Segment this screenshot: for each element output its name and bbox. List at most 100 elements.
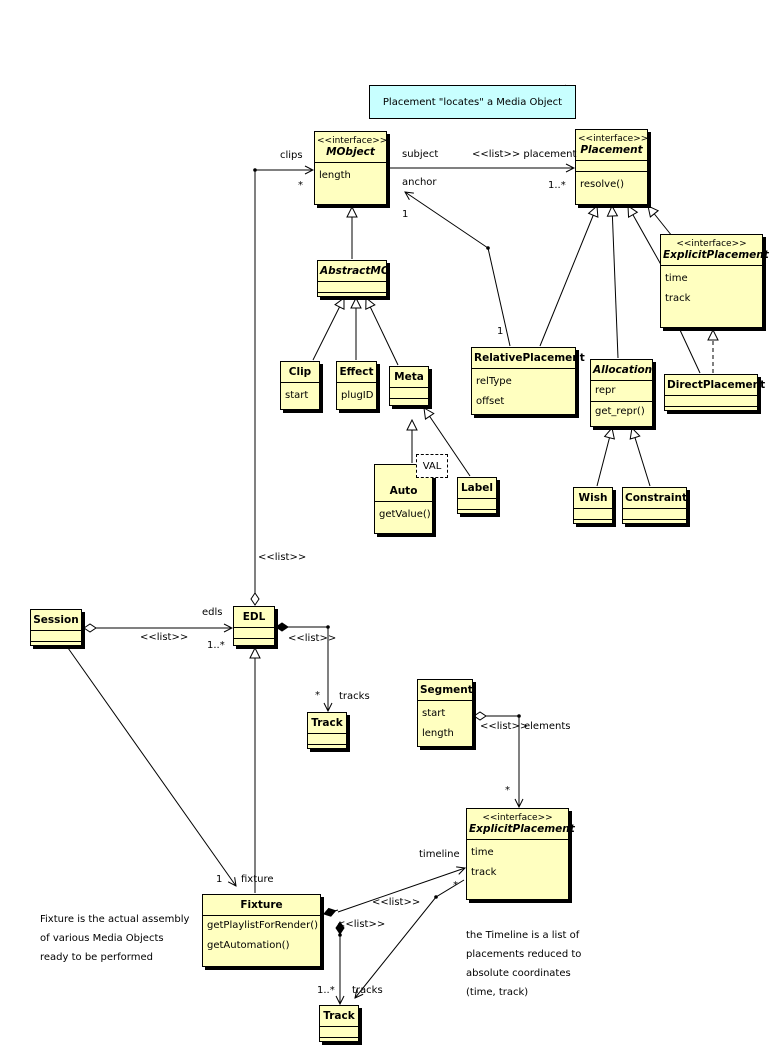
fixture-note-line: Fixture is the actual assembly: [40, 914, 190, 925]
directplacement-name: DirectPlacement: [667, 379, 766, 391]
wish-name: Wish: [578, 492, 608, 504]
timeline-note: the Timeline is a list of placements red…: [466, 926, 581, 1002]
label-timeline-list: <<list>>: [372, 897, 421, 908]
placement-note-text: Placement "locates" a Media Object: [382, 96, 563, 108]
clip-name: Clip: [288, 366, 312, 378]
label-clips: clips: [280, 150, 303, 161]
template-param-val: VAL: [416, 454, 448, 478]
fixture-op-getautomation: getAutomation(): [207, 940, 290, 951]
label-placement-multiplicity: 1..*: [548, 180, 566, 191]
class-relativeplacement[interactable]: RelativePlacement relType offset: [471, 347, 585, 415]
label-edls-multiplicity: 1..*: [207, 640, 225, 651]
class-clip[interactable]: Clip start: [280, 361, 320, 410]
auto-op-getvalue: getValue(): [379, 509, 431, 520]
label-tracks-multiplicity: *: [315, 690, 320, 701]
timeline-note-line: absolute coordinates: [466, 968, 571, 979]
class-track-lower[interactable]: Track: [319, 1005, 359, 1042]
label-fixture-tracks: tracks: [352, 985, 383, 996]
fixture-note: Fixture is the actual assembly of variou…: [40, 910, 189, 967]
class-placement[interactable]: <<interface>> Placement resolve(): [575, 129, 648, 205]
mobject-stereotype: <<interface>>: [317, 136, 388, 146]
relativeplacement-attr-reltype: relType: [476, 376, 512, 387]
explicitplacement-bottom-name: ExplicitPlacement: [469, 823, 575, 835]
placement-note: Placement "locates" a Media Object: [369, 85, 576, 119]
abstractmo-name: AbstractMO: [320, 265, 390, 277]
fixture-note-line: ready to be performed: [40, 952, 153, 963]
label-session-list: <<list>>: [140, 632, 189, 643]
track-upper-name: Track: [311, 717, 343, 729]
label-anchor-multiplicity: 1: [402, 209, 409, 220]
effect-attr-plugid: plugID: [341, 390, 374, 401]
label-tracks: tracks: [339, 691, 370, 702]
explicitplacement-top-stereotype: <<interface>>: [676, 239, 747, 249]
label-relative-multiplicity: 1: [497, 326, 504, 337]
label-elements-list: <<list>>: [480, 721, 529, 732]
class-auto[interactable]: Auto getValue(): [374, 464, 433, 534]
fixture-op-getplaylistforrender: getPlaylistForRender(): [207, 920, 318, 931]
placement-stereotype: <<interface>>: [578, 134, 649, 144]
class-explicitplacement-bottom[interactable]: <<interface>> ExplicitPlacement time tra…: [466, 808, 575, 900]
label-tracks-list: <<list>>: [288, 633, 337, 644]
track-lower-name: Track: [323, 1010, 355, 1022]
class-allocation[interactable]: Allocation repr get_repr(): [590, 359, 653, 427]
label-anchor: anchor: [402, 177, 437, 188]
effect-name: Effect: [339, 366, 374, 378]
explicitplacement-top-name: ExplicitPlacement: [663, 249, 769, 261]
segment-attr-length: length: [422, 728, 454, 739]
auto-name: Auto: [389, 485, 418, 497]
class-wish[interactable]: Wish: [573, 487, 613, 524]
mobject-name: MObject: [326, 146, 375, 158]
segment-name: Segment: [420, 684, 473, 696]
class-track-upper[interactable]: Track: [307, 712, 347, 749]
class-edl[interactable]: EDL: [233, 606, 275, 646]
clip-attr-start: start: [285, 390, 309, 401]
class-effect[interactable]: Effect plugID: [336, 361, 377, 410]
class-label[interactable]: Label: [457, 477, 497, 514]
fixture-note-line: of various Media Objects: [40, 933, 164, 944]
class-abstractmo[interactable]: AbstractMO: [317, 260, 390, 297]
explicitplacement-bottom-stereotype: <<interface>>: [482, 813, 553, 823]
label-elements-multiplicity: *: [505, 785, 510, 796]
class-mobject[interactable]: <<interface>> MObject length: [314, 131, 387, 205]
label-timeline-multiplicity: *: [453, 880, 458, 891]
edl-name: EDL: [242, 611, 266, 623]
label-name: Label: [460, 482, 493, 494]
timeline-note-line: placements reduced to: [466, 949, 582, 960]
timeline-note-line: (time, track): [466, 987, 529, 998]
fixture-name: Fixture: [240, 899, 283, 911]
label-subject: subject: [402, 149, 439, 160]
explicitplacement-bottom-attr-time: time: [471, 847, 494, 858]
explicitplacement-top-attr-track: track: [665, 293, 691, 304]
template-param-val-text: VAL: [422, 460, 442, 472]
class-directplacement[interactable]: DirectPlacement: [664, 374, 766, 411]
explicitplacement-bottom-attr-track: track: [471, 867, 497, 878]
label-fixture-role: fixture: [241, 874, 274, 885]
label-fixture-multiplicity: 1: [216, 874, 223, 885]
label-fixture-tracks-multiplicity: 1..*: [317, 985, 335, 996]
explicitplacement-top-attr-time: time: [665, 273, 688, 284]
label-edl-clips-list: <<list>>: [258, 552, 307, 563]
label-timeline: timeline: [419, 849, 460, 860]
allocation-attr-repr: repr: [595, 385, 616, 396]
allocation-op-get-repr: get_repr(): [595, 406, 645, 417]
class-explicitplacement-top[interactable]: <<interface>> ExplicitPlacement time tra…: [660, 234, 769, 328]
mobject-attr-length: length: [319, 170, 351, 181]
constraint-name: Constraint: [625, 492, 688, 504]
class-segment[interactable]: Segment start length: [417, 679, 473, 747]
relativeplacement-attr-offset: offset: [476, 396, 505, 407]
label-clips-multiplicity: *: [298, 180, 303, 191]
class-session[interactable]: Session: [30, 609, 82, 646]
class-constraint[interactable]: Constraint: [622, 487, 687, 524]
class-meta[interactable]: Meta: [389, 366, 429, 406]
label-elements: elements: [524, 721, 571, 732]
allocation-name: Allocation: [593, 364, 653, 376]
meta-name: Meta: [394, 371, 424, 383]
relativeplacement-name: RelativePlacement: [474, 352, 585, 364]
session-name: Session: [33, 614, 79, 626]
segment-attr-start: start: [422, 708, 446, 719]
label-edls: edls: [202, 607, 223, 618]
label-placement-role: <<list>> placement: [472, 149, 577, 160]
placement-name: Placement: [580, 144, 643, 156]
class-fixture[interactable]: Fixture getPlaylistForRender() getAutoma…: [202, 894, 321, 967]
